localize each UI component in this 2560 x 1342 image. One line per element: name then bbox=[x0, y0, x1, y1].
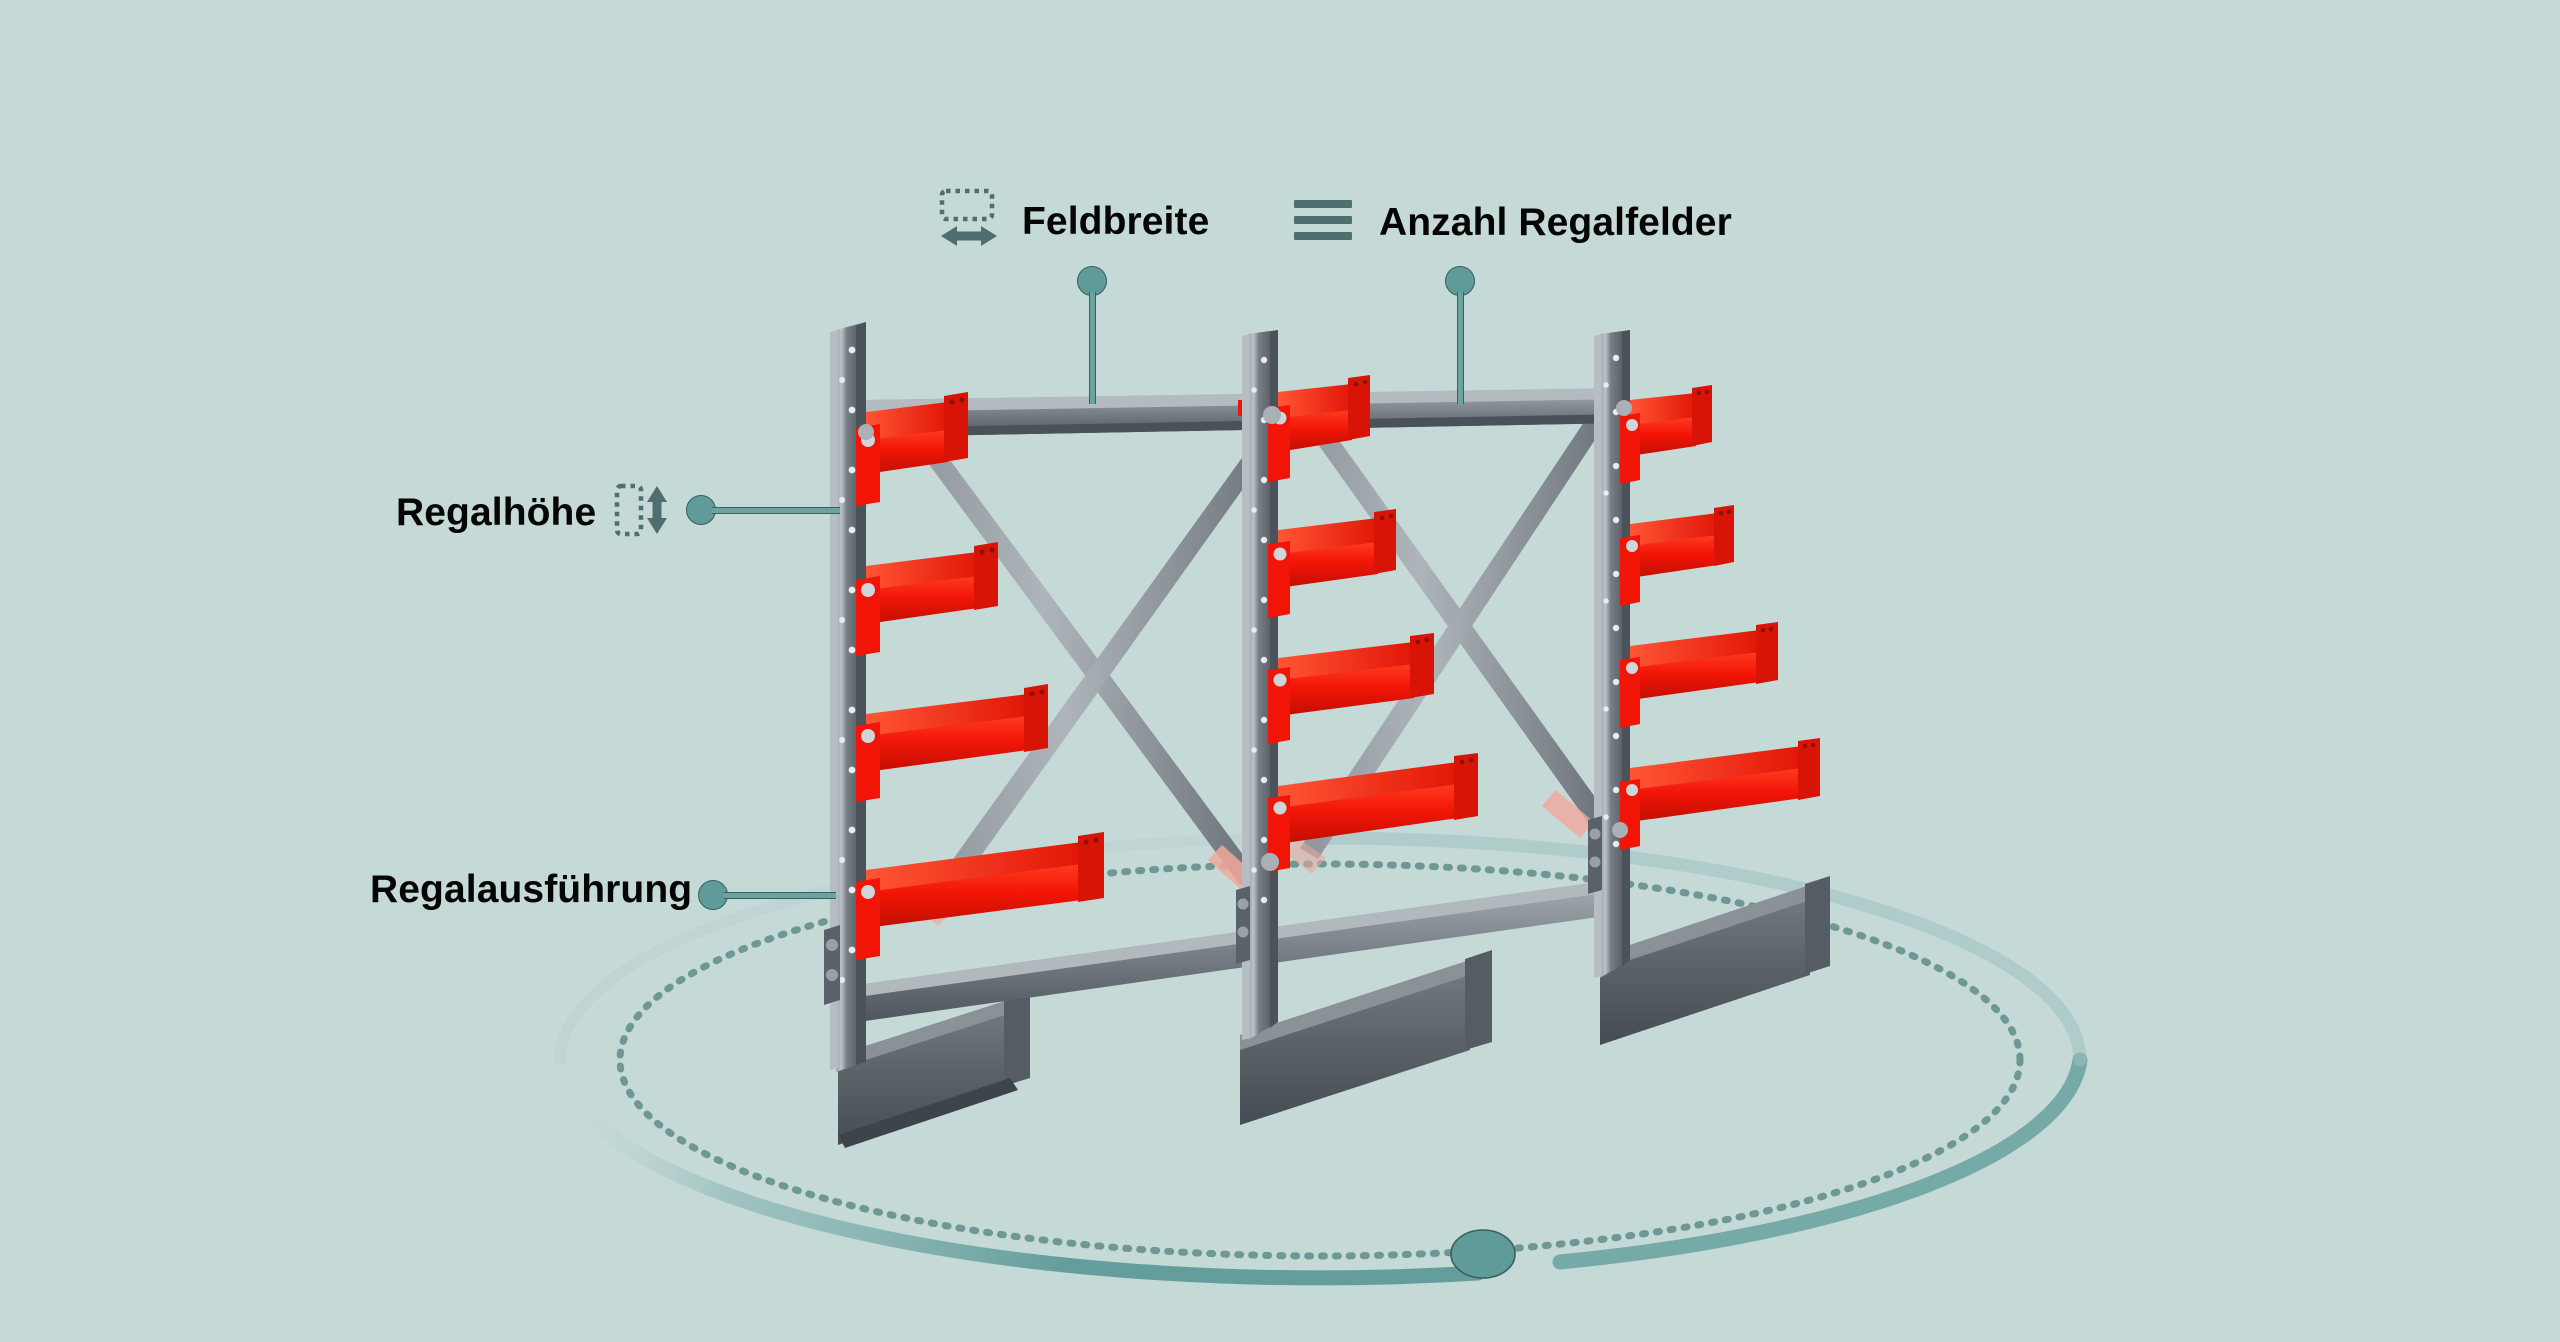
cantilever-arm bbox=[1268, 753, 1478, 872]
base-foot-left bbox=[838, 991, 1030, 1148]
drag-rotate-handle[interactable] bbox=[1450, 1229, 1516, 1279]
bottom-tie-beam bbox=[858, 880, 1612, 1022]
turntable-rotation-ring[interactable] bbox=[552, 831, 2088, 1286]
cantilever-arm bbox=[1268, 375, 1370, 482]
callout-regalausfuehrung[interactable]: Regalausführung bbox=[370, 870, 692, 909]
cantilever-arm bbox=[1620, 622, 1778, 728]
callout-regalhoehe-line bbox=[712, 507, 840, 514]
callout-anzahl-regalfelder-label: Anzahl Regalfelder bbox=[1379, 201, 1732, 244]
callout-feldbreite-line bbox=[1089, 292, 1096, 404]
cantilever-arm bbox=[856, 832, 1104, 960]
stack-lines-icon bbox=[1293, 196, 1355, 249]
callout-feldbreite[interactable]: Feldbreite bbox=[938, 188, 1209, 255]
cantilever-arm bbox=[856, 542, 998, 656]
callout-anzahl-regalfelder[interactable]: Anzahl Regalfelder bbox=[1293, 196, 1732, 249]
arms-left-upright bbox=[856, 392, 1104, 960]
arms-middle-upright bbox=[1268, 375, 1478, 872]
height-resize-icon bbox=[614, 482, 672, 543]
cantilever-arm bbox=[856, 684, 1048, 802]
callout-regalhoehe[interactable]: Regalhöhe bbox=[396, 482, 672, 543]
width-resize-icon bbox=[938, 188, 1000, 255]
cantilever-arm bbox=[1268, 633, 1434, 744]
callout-feldbreite-label: Feldbreite bbox=[1022, 200, 1210, 243]
cantilever-arm bbox=[1620, 385, 1712, 484]
base-foot-right bbox=[1600, 876, 1830, 1045]
upright-right bbox=[1588, 330, 1630, 978]
callout-regalausfuehrung-line bbox=[724, 892, 836, 899]
cantilever-arm bbox=[1268, 509, 1396, 618]
callout-regalausfuehrung-label: Regalausführung bbox=[370, 868, 693, 911]
cantilever-arm bbox=[856, 392, 968, 506]
callout-regalhoehe-dot[interactable] bbox=[686, 495, 716, 525]
brace-bolts bbox=[858, 400, 1632, 871]
cantilever-arm bbox=[1620, 505, 1734, 606]
callout-regalhoehe-label: Regalhöhe bbox=[396, 491, 597, 534]
base-foot-middle bbox=[1240, 950, 1492, 1125]
arms-right-upright bbox=[1620, 385, 1820, 850]
callout-anzahl-regalfelder-line bbox=[1457, 292, 1464, 404]
cantilever-arm bbox=[1620, 738, 1820, 850]
